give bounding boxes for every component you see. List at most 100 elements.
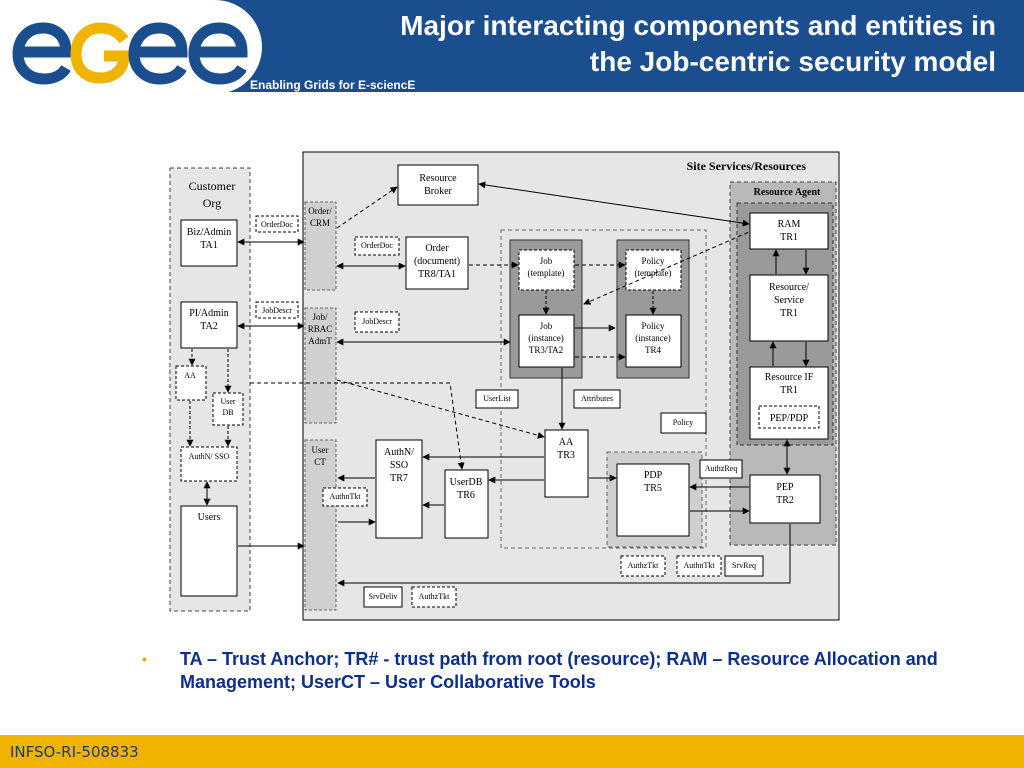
- policy-instance-label-3: TR4: [645, 345, 662, 355]
- pep-pdp-box: [758, 405, 820, 429]
- job-instance-label-3: TR3/TA2: [529, 345, 563, 355]
- biz-admin-label: Biz/Admin: [187, 227, 231, 238]
- order-document-label-2: (document): [414, 256, 460, 267]
- authzreq-tag: [699, 459, 743, 479]
- authntkt-tag-left-label: AuthnTkt: [329, 492, 361, 501]
- header-bar: egee Major interacting components and en…: [0, 0, 1024, 94]
- slide-title: Major interacting components and entitie…: [276, 8, 996, 80]
- user-db-small-box: [212, 392, 244, 426]
- resource-broker-label: Resource: [419, 173, 457, 184]
- egee-logo: egee: [12, 22, 248, 85]
- footer-project-id: INFSO-RI-508833: [10, 743, 139, 761]
- authn-sso-box: [375, 439, 423, 539]
- link-broker-ram: [478, 181, 750, 227]
- users-label: Users: [198, 512, 221, 523]
- resource-if-label: Resource IF: [765, 372, 814, 383]
- user-db-small-label: User: [220, 397, 235, 406]
- order-crm-bar: [304, 201, 337, 291]
- order-document-label: Order: [425, 243, 449, 254]
- resource-broker-box: [397, 164, 479, 206]
- title-line-1: Major interacting components and entitie…: [400, 10, 996, 41]
- link-pep-userct-srvdeliv: [337, 524, 791, 587]
- user-ct-label-2: CT: [314, 457, 326, 467]
- authn-sso-small-box: [180, 446, 238, 482]
- pdp-label: PDP: [644, 470, 663, 481]
- attributes-tag-label: Attributes: [581, 394, 613, 403]
- policy-instance-label-2: (instance): [635, 333, 670, 343]
- ram-label: RAM: [778, 219, 801, 230]
- policy-tag-label: Policy: [673, 418, 693, 427]
- job-instance-label-2: (instance): [528, 333, 563, 343]
- userlist-tag-label: UserList: [483, 394, 511, 403]
- link-ordercrm-broker: [336, 186, 398, 229]
- policy-template-label-2: (template): [635, 268, 672, 278]
- jobdescr-tag-left: [255, 301, 299, 319]
- job-template-box: [518, 249, 575, 291]
- orderdoc-tag-left: [255, 215, 299, 233]
- link-policytemplate-ram: [583, 231, 750, 305]
- authn-sso-label: AuthN/: [384, 447, 414, 458]
- srvdeliv-tag: [363, 586, 403, 608]
- job-instance-box: [518, 314, 575, 368]
- jobdescr-tag-left-label: JobDescr: [262, 306, 292, 315]
- authntkt-tag-left: [322, 487, 368, 507]
- pi-admin-label: PI/Admin: [189, 308, 228, 319]
- userdb-box: [444, 469, 489, 539]
- resource-if-label-2: TR1: [780, 385, 798, 396]
- job-template-label: Job: [540, 256, 553, 266]
- job-rbac-label-3: AdmT: [308, 336, 332, 346]
- pep-pdp-label: PEP/PDP: [770, 413, 809, 424]
- footer-bar: [0, 735, 1024, 768]
- customer-org-label: Customer: [189, 179, 236, 193]
- link-jobrbac-aa-dash: [336, 379, 545, 439]
- tagline: Enabling Grids for E-sciencE: [250, 78, 416, 92]
- users-box: [180, 505, 238, 597]
- link-customer-userdb-dash: [250, 382, 465, 470]
- orderdoc-tag-left-label: OrderDoc: [261, 220, 293, 229]
- userlist-tag: [475, 389, 519, 409]
- srvreq-tag: [724, 555, 764, 577]
- aa-label-2: TR3: [557, 450, 575, 461]
- pi-admin-label-2: TA2: [200, 321, 218, 332]
- userdb-label-2: TR6: [457, 490, 475, 501]
- site-services-title: Site Services/Resources: [687, 159, 807, 173]
- job-instance-label: Job: [540, 321, 553, 331]
- jobdescr-tag-mid-label: JobDescr: [362, 317, 392, 326]
- pdp-label-2: TR5: [644, 483, 662, 494]
- pdp-box: [616, 463, 690, 537]
- policy-instance-box: [625, 314, 682, 368]
- authzreq-tag-label: AuthzReq: [705, 464, 737, 473]
- ram-label-2: TR1: [780, 232, 798, 243]
- job-rbac-label-2: RBAC: [308, 324, 333, 334]
- pep-label: PEP: [776, 482, 794, 493]
- authztkt-tag-bottom-label: AuthzTkt: [628, 561, 659, 570]
- aa-label: AA: [559, 437, 574, 448]
- userdb-label: UserDB: [450, 477, 483, 488]
- biz-admin-label-2: TA1: [200, 240, 218, 251]
- policy-instance-label: Policy: [641, 321, 665, 331]
- ram-box: [749, 212, 829, 250]
- jobdescr-tag-mid: [354, 311, 400, 333]
- pi-admin-box: [180, 301, 238, 349]
- orderdoc-tag-mid-label: OrderDoc: [361, 241, 393, 250]
- authztkt-tag-bottom: [620, 555, 666, 577]
- order-crm-label-2: CRM: [310, 218, 330, 228]
- job-rbac-bar: [304, 307, 337, 424]
- policy-template-box: [625, 249, 682, 291]
- authn-sso-label-3: TR7: [390, 473, 408, 484]
- pep-box: [749, 474, 821, 524]
- user-db-small-label-2: DB: [222, 408, 233, 417]
- authntkt-tag-bottom: [676, 555, 722, 577]
- resource-service-label: Resource/: [769, 282, 809, 293]
- order-document-label-3: TR8/TA1: [418, 269, 456, 280]
- authn-sso-label-2: SSO: [390, 460, 408, 471]
- resource-broker-label-2: Broker: [424, 186, 452, 197]
- order-crm-label: Order/: [308, 206, 332, 216]
- bullet-text: TA – Trust Anchor; TR# - trust path from…: [180, 649, 938, 692]
- policy-tag: [660, 412, 707, 434]
- job-rbac-label: Job/: [312, 312, 328, 322]
- authztkt-tag-lower: [411, 586, 457, 608]
- job-template-label-2: (template): [528, 268, 565, 278]
- bullet-symbol: •: [142, 651, 147, 667]
- authntkt-tag-bottom-label: AuthnTkt: [683, 561, 715, 570]
